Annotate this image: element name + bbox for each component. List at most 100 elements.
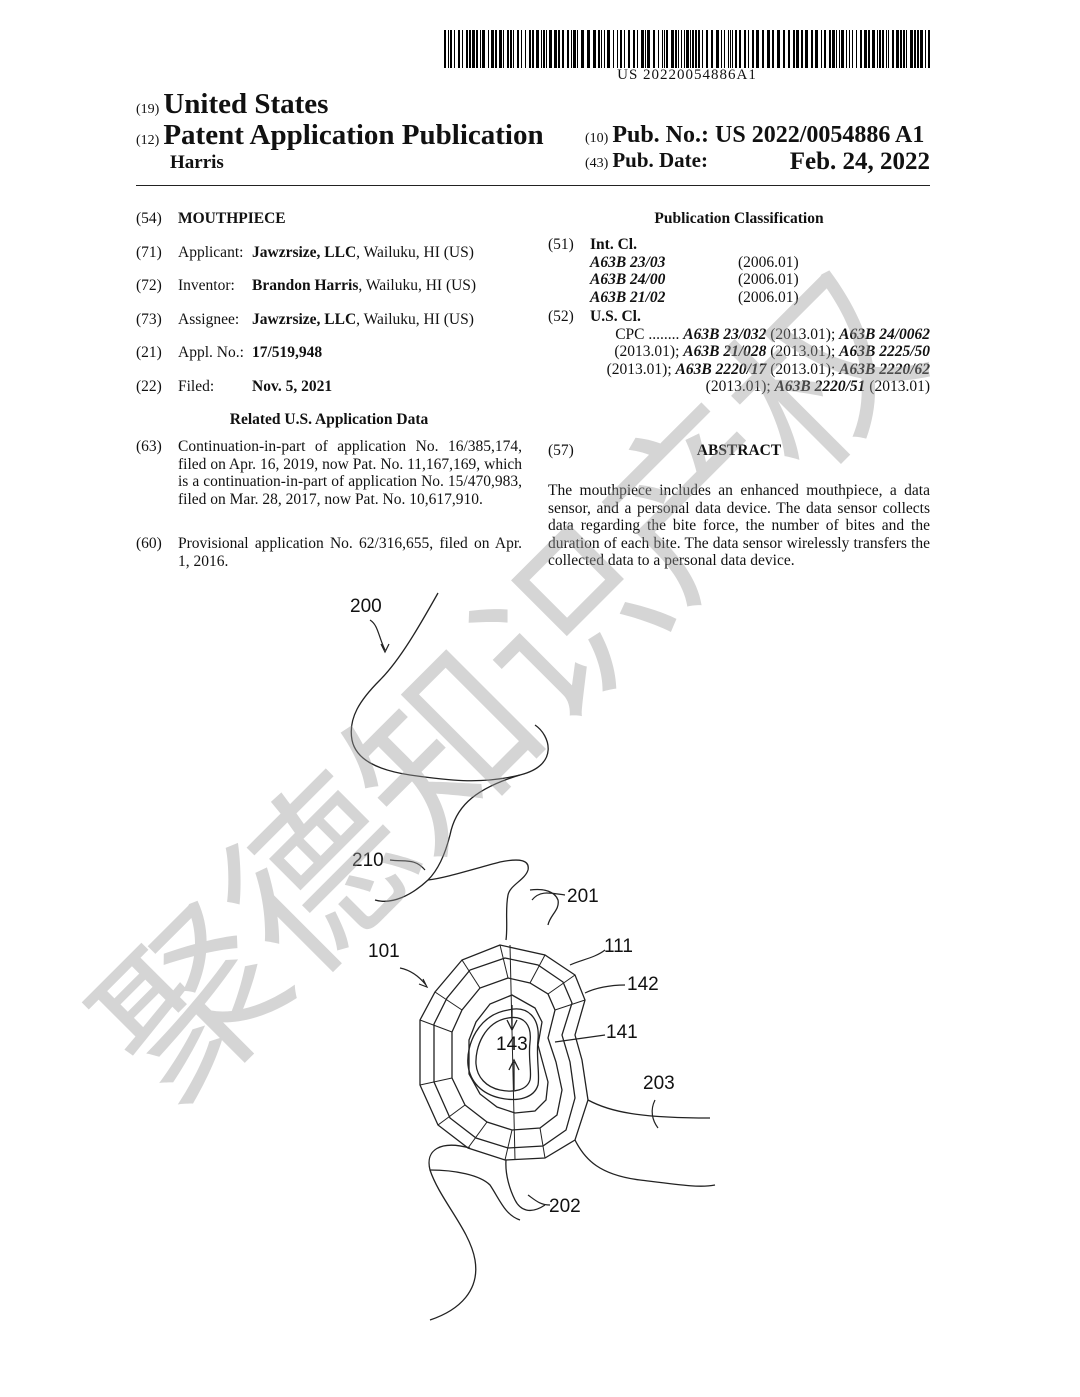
inventor-label: Inventor: [178, 277, 235, 294]
barcode-bar [735, 30, 737, 68]
face-profile-outline [350, 592, 549, 782]
barcode-bar [711, 30, 713, 68]
applicant-location: , Wailuku, HI (US) [356, 244, 474, 261]
barcode-bar [662, 30, 663, 68]
pubtype-code: (12) [136, 133, 160, 148]
header-rule [136, 185, 930, 186]
cpc-code-4: A63B 2220/17 [675, 360, 767, 378]
barcode-bar [488, 30, 489, 68]
barcode-bar [928, 30, 930, 68]
cpc-version-5: (2013.01); [705, 378, 775, 395]
barcode-bar [628, 30, 630, 68]
provisional-field: (60) Provisional application No. 62/316,… [136, 535, 522, 570]
barcode-bar [925, 30, 926, 68]
barcode-bar [495, 30, 497, 68]
leader-lines [369, 619, 659, 1206]
barcode-bar [472, 30, 475, 68]
intcl-version-2: (2006.01) [738, 288, 799, 306]
inventor-name: Brandon Harris [252, 277, 359, 294]
barcode-bar [444, 30, 446, 68]
barcode-bar [666, 30, 668, 68]
lower-lip-right [574, 1139, 716, 1187]
barcode-bar [469, 30, 471, 68]
upper-lip-detail [529, 888, 559, 926]
barcode-bar [739, 30, 741, 68]
intcl-row: A63B 23/03(2006.01) [590, 254, 930, 272]
barcode-bar [788, 30, 790, 68]
intcl-code: (51) [548, 236, 574, 253]
barcode-bar [587, 30, 590, 68]
label-202: 202 [549, 1196, 581, 1217]
intcl-version-1: (2006.01) [738, 271, 799, 288]
barcode-bar [577, 30, 578, 68]
publication-type: Patent Application Publication [163, 119, 544, 151]
pub-number-line: (10)Pub. No.: US 2022/0054886 A1 [585, 122, 924, 149]
barcode-bar [517, 30, 519, 68]
barcode-bar [448, 30, 449, 68]
bite-pad-inner [475, 1016, 532, 1092]
cpc-version-4: (2013.01); [766, 360, 840, 378]
barcode-bar [772, 30, 774, 68]
barcode-bar [671, 30, 674, 68]
barcode-bar [888, 30, 889, 68]
filed-code: (22) [136, 378, 162, 395]
intcl-code-0: A63B 23/03 [590, 253, 666, 271]
barcode-bar [675, 30, 677, 68]
barcode-bar [525, 30, 526, 68]
barcode-bar [864, 30, 867, 68]
barcode-bar [573, 30, 576, 68]
pubdate-label: Pub. Date: [612, 148, 708, 172]
barcode-bar [702, 30, 703, 68]
filed-label: Filed: [178, 378, 215, 395]
barcode-bar [900, 30, 902, 68]
barcode-bar [458, 30, 460, 68]
barcode-bar [480, 30, 481, 68]
assignee-location: , Wailuku, HI (US) [356, 311, 474, 328]
barcode-bar [686, 30, 689, 68]
barcode-bar [613, 30, 614, 68]
barcode-bar [829, 30, 831, 68]
barcode-bar [617, 30, 618, 68]
barcode-bar [454, 30, 455, 68]
author: Harris [170, 152, 224, 173]
patent-drawing: 200 210 201 101 111 142 141 143 203 202 [350, 592, 716, 1321]
face-chin-outline [374, 774, 521, 902]
arrow-143-up [508, 1058, 520, 1090]
label-143: 143 [496, 1034, 528, 1055]
abstract-code: (57) [548, 442, 574, 459]
barcode-bar [801, 30, 803, 68]
barcode-bar [841, 30, 844, 68]
barcode [444, 30, 930, 68]
barcode-bar [811, 30, 813, 68]
applicant-code: (71) [136, 244, 162, 261]
intcl-code-1: A63B 24/00 [590, 271, 666, 288]
barcode-bar [678, 30, 679, 68]
barcode-bar [695, 30, 697, 68]
abstract-text: The mouthpiece includes an enhanced mout… [548, 482, 930, 569]
applicant-name: Jawzrsize, LLC [252, 244, 357, 261]
barcode-bar [536, 30, 539, 68]
barcode-bar [549, 30, 552, 68]
barcode-bar [558, 30, 560, 68]
barcode-number: US 20220054886A1 [617, 67, 757, 83]
barcode-bar [681, 30, 682, 68]
abstract-heading: ABSTRACT [696, 442, 782, 459]
barcode-bar [546, 30, 547, 68]
barcode-bar [641, 30, 644, 68]
barcode-bar [860, 30, 862, 68]
barcode-bar [777, 30, 780, 68]
barcode-bar [903, 30, 905, 68]
barcode-bar [852, 30, 853, 68]
barcode-bar [543, 30, 545, 68]
applicant-label: Applicant: [178, 244, 244, 261]
pubno-code: (10) [585, 131, 609, 146]
filed-date: Nov. 5, 2021 [252, 378, 333, 395]
label-141: 141 [606, 1022, 638, 1043]
barcode-bar [532, 30, 534, 68]
cpc-code-1: A63B 24/0062 [839, 325, 930, 343]
barcode-bar [529, 30, 531, 68]
barcode-bar [805, 30, 808, 68]
barcode-bar [783, 30, 785, 68]
classification-heading: Publication Classification [654, 210, 824, 227]
barcode-bar [554, 30, 557, 68]
